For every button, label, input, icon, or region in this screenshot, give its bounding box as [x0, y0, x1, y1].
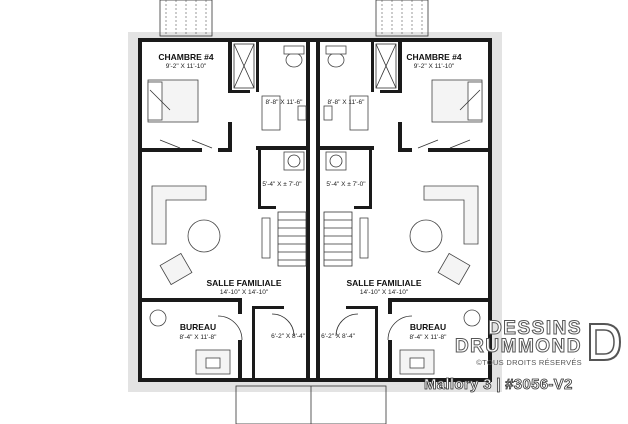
- brand-name-line2: DRUMMOND: [454, 336, 582, 358]
- brand-rights: ©TOUS DROITS RÉSERVÉS: [476, 358, 582, 367]
- armchair-left: [159, 252, 193, 286]
- plan-caption: Mallory 3 | #3056-V2: [424, 376, 573, 394]
- brand-logo-icon: [589, 323, 622, 361]
- armchair-right: [437, 252, 471, 286]
- room-dims-bureau-left: 8'-4" X 11'-8": [180, 334, 218, 341]
- room-dims-salle-right: 14'-10" X 14'-10": [360, 289, 409, 296]
- room-name-salle-right: SALLE FAMILIALE: [346, 278, 421, 288]
- porch-top-left: [159, 0, 213, 37]
- room-dims-salle-left: 14'-10" X 14'-10": [220, 289, 269, 296]
- sofa-right: [423, 185, 479, 245]
- porch-top-right: [375, 0, 429, 37]
- coffee-table-right: [409, 219, 443, 253]
- stairs-right: [323, 211, 353, 267]
- sofa-left: [151, 185, 207, 245]
- dim-entry-left: 6'-2" X 8'-4": [271, 333, 306, 340]
- room-name-chambre-left: CHAMBRE #4: [158, 52, 214, 62]
- room-dims-chambre-right: 9'-2" X 11'-10": [414, 63, 455, 70]
- brand-name-line1: DESSINS: [488, 318, 582, 340]
- room-dims-bureau-right: 8'-4" X 11'-8": [410, 334, 448, 341]
- brand-watermark: DESSINS DRUMMOND ©TOUS DROITS RÉSERVÉS: [454, 318, 626, 378]
- room-name-bureau-left: BUREAU: [180, 322, 216, 332]
- room-name-salle-left: SALLE FAMILIALE: [206, 278, 281, 288]
- room-name-chambre-right: CHAMBRE #4: [406, 52, 462, 62]
- dim-hall-right: 5'-4" X ± 7'-0": [326, 181, 366, 188]
- dim-bath-right: 8'-8" X 11'-6": [328, 99, 366, 106]
- coffee-table-left: [187, 219, 221, 253]
- dim-bath-left: 8'-8" X 11'-6": [266, 99, 304, 106]
- stairs-left: [277, 211, 307, 267]
- room-dims-chambre-left: 9'-2" X 11'-10": [166, 63, 207, 70]
- room-name-bureau-right: BUREAU: [410, 322, 446, 332]
- dim-hall-left: 5'-4" X ± 7'-0": [262, 181, 302, 188]
- dim-entry-right: 6'-2" X 8'-4": [321, 333, 356, 340]
